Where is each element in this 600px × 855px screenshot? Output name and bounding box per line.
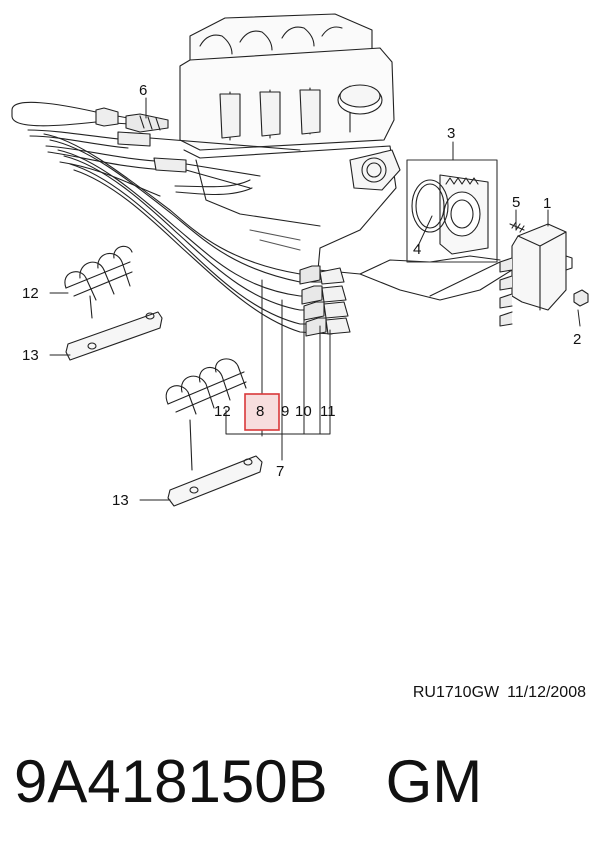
callout-1[interactable]: 1 [543, 195, 551, 212]
callout-9[interactable]: 9 [281, 403, 289, 420]
callout-13-upper[interactable]: 13 [22, 347, 39, 364]
callout-5[interactable]: 5 [512, 194, 520, 211]
callout-7[interactable]: 7 [276, 463, 284, 480]
spark-plug-leads-drawing [11, 101, 351, 337]
part-number: 9A418150B [14, 748, 328, 815]
highlight-box-part-8 [244, 393, 280, 431]
callout-labels: 1 2 3 4 5 6 7 8 9 10 11 12 12 13 13 [22, 82, 581, 509]
brand-name: GM [385, 748, 483, 815]
diagram-reference: RU1710GW 11/12/2008 [405, 684, 586, 702]
callout-4[interactable]: 4 [413, 241, 421, 258]
clip-and-bracket-lower [165, 358, 263, 507]
callout-12-upper[interactable]: 12 [22, 285, 39, 302]
parts-diagram: 1 2 3 4 5 6 7 8 9 10 11 12 12 13 13 [11, 13, 589, 509]
callout-6[interactable]: 6 [139, 82, 147, 99]
callout-3[interactable]: 3 [447, 125, 455, 142]
reference-date: 11/12/2008 [507, 684, 586, 701]
callout-12-lower[interactable]: 12 [214, 403, 231, 420]
callout-11[interactable]: 11 [320, 403, 336, 420]
throttle-body-drawing [406, 159, 525, 263]
callout-10[interactable]: 10 [295, 403, 312, 420]
engine-block-drawing [179, 13, 513, 301]
callout-8[interactable]: 8 [256, 403, 264, 420]
callout-13-lower[interactable]: 13 [112, 492, 129, 509]
reference-code: RU1710GW [412, 684, 500, 701]
ignition-coil-drawing [499, 223, 589, 327]
callout-2[interactable]: 2 [573, 331, 581, 348]
clip-and-bracket-upper [64, 245, 163, 361]
